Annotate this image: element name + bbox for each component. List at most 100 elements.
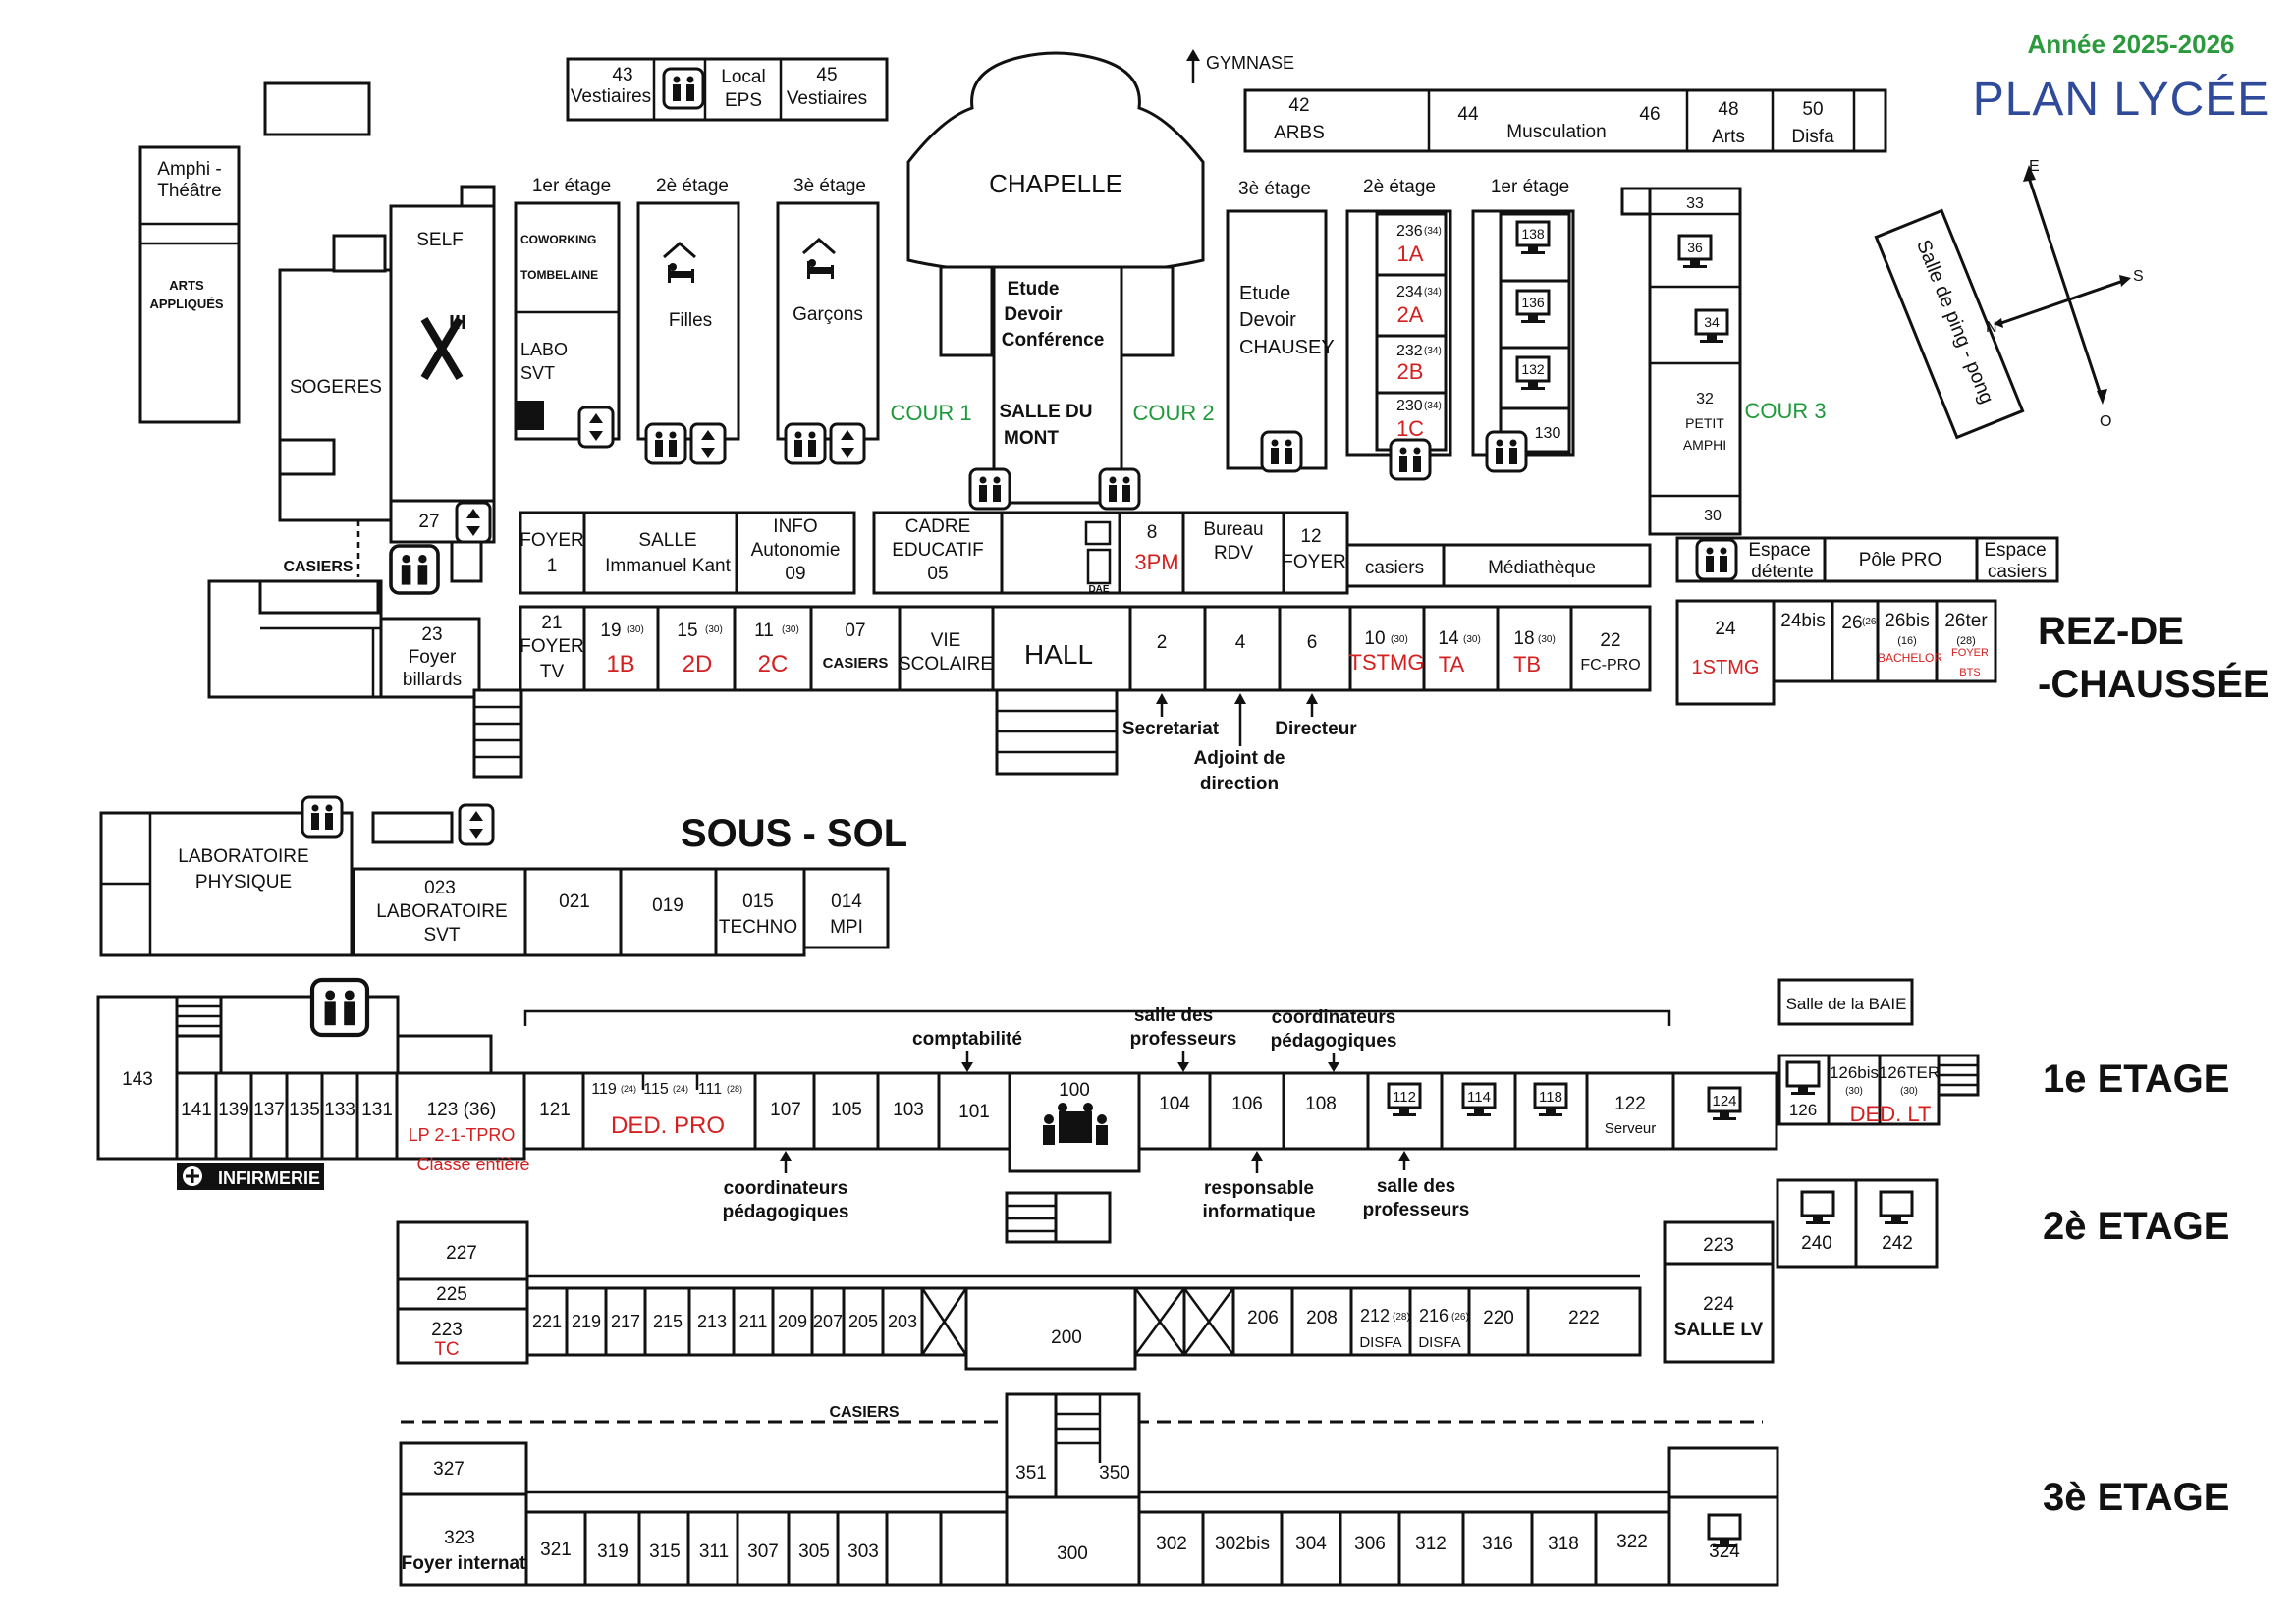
room-141: 141 xyxy=(181,1100,212,1120)
sport-block: 42 ARBS 44 Musculation 46 48 Arts 50 Dis… xyxy=(1243,88,1887,153)
room-014-label: MPI xyxy=(830,917,863,938)
room-42-label: ARBS xyxy=(1274,123,1325,143)
floor-label-etage2: 2è ETAGE xyxy=(2043,1205,2229,1248)
hall-steps xyxy=(995,688,1119,776)
salle-profs-label: salle des xyxy=(1134,1005,1213,1026)
room-242: 242 xyxy=(1882,1233,1913,1254)
labo-svt-label: LABO xyxy=(520,340,568,359)
room-304: 304 xyxy=(1295,1534,1327,1554)
room-15-capacity: (30) xyxy=(705,624,723,635)
etage2-block: 227 225 223 TC 221 219 217 215 213 211 2… xyxy=(396,1178,1939,1371)
bureau-rdv-label-2: RDV xyxy=(1214,543,1253,564)
room-23-label-2: billards xyxy=(403,670,462,690)
room-19-capacity: (30) xyxy=(627,624,644,635)
room-107: 107 xyxy=(770,1100,801,1120)
room-307: 307 xyxy=(747,1542,779,1562)
wing-3e-etage: 3è étage Garçons xyxy=(776,176,880,465)
elevator-icon xyxy=(577,406,615,449)
room-232-class: 2B xyxy=(1397,359,1424,384)
rdc-pointers: Secretariat Adjoint de direction Directe… xyxy=(1122,693,1357,794)
room-023: 023 xyxy=(424,878,456,898)
toilets-icon xyxy=(1695,538,1738,581)
room-115: 115 xyxy=(643,1081,669,1098)
floor-label-etage1: 1e ETAGE xyxy=(2043,1057,2229,1101)
room-119-capacity: (24) xyxy=(621,1084,636,1094)
room-138: 138 xyxy=(1521,226,1545,242)
sogeres-label: SOGERES xyxy=(290,377,382,398)
toilets-icon xyxy=(312,980,367,1035)
foyer-1-number: 1 xyxy=(547,556,558,576)
room-22-label: FC-PRO xyxy=(1580,657,1640,674)
lab-physique-label: LABORATOIRE xyxy=(178,846,308,867)
tombelaine-label: TOMBELAINE xyxy=(520,268,598,282)
coordinateurs-label-2: pédagogiques xyxy=(1271,1031,1397,1052)
wing-1er-etage: 1er étage COWORKING TOMBELAINE LABO SVT xyxy=(514,176,621,449)
coordinateurs-label: coordinateurs xyxy=(1272,1007,1396,1028)
casiers-label: casiers xyxy=(1365,558,1424,578)
compass-n: N xyxy=(1986,319,1997,336)
etude-label-2: Devoir xyxy=(1004,304,1063,325)
room-24bis: 24bis xyxy=(1780,611,1825,631)
room-103: 103 xyxy=(893,1100,924,1120)
room-105: 105 xyxy=(831,1100,862,1120)
room-236-class: 1A xyxy=(1397,242,1424,266)
room-30: 30 xyxy=(1704,508,1722,524)
room-26ter-class-2: BTS xyxy=(1959,667,1980,678)
room-014: 014 xyxy=(831,892,862,912)
responsable-info-label-2: informatique xyxy=(1202,1202,1315,1222)
labo-svt-label-2: SVT xyxy=(520,363,555,383)
room-351: 351 xyxy=(1015,1463,1047,1484)
fork-knife-icon xyxy=(420,315,465,381)
room-322: 322 xyxy=(1616,1532,1648,1552)
meeting-icon xyxy=(1043,1103,1108,1145)
room-26ter-class: FOYER xyxy=(1951,647,1989,659)
filles-label: Filles xyxy=(669,310,712,331)
room-227: 227 xyxy=(446,1243,477,1264)
room-32-label: PETIT xyxy=(1685,415,1724,431)
room-45: 45 xyxy=(816,65,837,85)
room-126ter-capacity: (30) xyxy=(1900,1086,1918,1097)
room-205: 205 xyxy=(848,1312,878,1331)
etude-label: Etude xyxy=(1008,279,1060,299)
room-136: 136 xyxy=(1521,295,1545,310)
stairs-icon xyxy=(472,688,523,779)
room-318: 318 xyxy=(1548,1534,1579,1554)
room-350: 350 xyxy=(1099,1463,1130,1484)
wing-2e-etage-right: 2è étage 236 (34) 1A 234 (34) 2A 232 (34… xyxy=(1345,177,1452,481)
room-100: 100 xyxy=(1059,1080,1090,1101)
compass-s: S xyxy=(2133,268,2144,285)
wing-chausey: 3è étage Etude Devoir CHAUSEY xyxy=(1226,179,1335,473)
room-236-capacity: (34) xyxy=(1424,226,1442,237)
ded-lt-label: DED. LT xyxy=(1850,1102,1932,1126)
gymnase-label: GYMNASE xyxy=(1206,53,1294,73)
cadre-label-2: EDUCATIF xyxy=(892,540,984,561)
espace-casiers-label-2: casiers xyxy=(1988,562,2047,582)
room-32-label-2: AMPHI xyxy=(1683,437,1726,453)
casiers-3-label: CASIERS xyxy=(829,1404,899,1421)
room-207: 207 xyxy=(813,1312,843,1331)
toilets-icon xyxy=(1098,467,1141,511)
room-315: 315 xyxy=(649,1542,681,1562)
room-216-label: DISFA xyxy=(1418,1334,1460,1351)
cour-2-label: COUR 2 xyxy=(1132,401,1214,425)
room-225: 225 xyxy=(436,1284,467,1305)
wing-floor-label: 3è étage xyxy=(1238,179,1311,199)
room-306: 306 xyxy=(1354,1534,1386,1554)
accessible-icon xyxy=(517,401,544,430)
room-223: 223 xyxy=(431,1320,463,1340)
room-8: 8 xyxy=(1147,522,1158,543)
salle-profs-label-2: professeurs xyxy=(1130,1029,1237,1050)
room-45-label: Vestiaires xyxy=(787,88,867,109)
top-vestiaires-block: 43 Vestiaires Local EPS 45 Vestiaires xyxy=(566,57,889,122)
salle-baie-label: Salle de la BAIE xyxy=(1786,995,1907,1013)
adjoint-label-2: direction xyxy=(1200,774,1279,794)
local-eps: Local xyxy=(721,67,765,87)
adjoint-label: Adjoint de xyxy=(1194,748,1285,769)
amphi-label: Amphi - xyxy=(157,159,221,180)
room-223-class: TC xyxy=(434,1339,459,1360)
room-217: 217 xyxy=(611,1312,640,1331)
etage1-annotations: comptabilité salle des professeurs coord… xyxy=(723,1005,1470,1222)
room-230-class: 1C xyxy=(1396,416,1424,441)
room-312: 312 xyxy=(1415,1534,1447,1554)
toilets-icon xyxy=(389,544,440,595)
